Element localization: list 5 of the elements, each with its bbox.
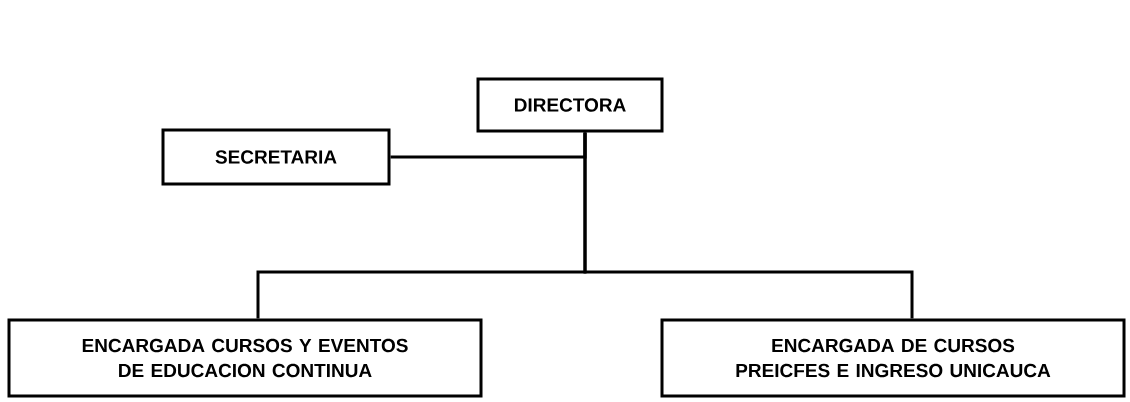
connector-line	[583, 132, 914, 319]
org-box: ENCARGADA DE CURSOS PREICFES E INGRESO UNICAUCA	[660, 318, 1126, 398]
org-box: SECRETARIA	[161, 128, 391, 186]
org-box: DIRECTORA	[476, 77, 664, 133]
org-box: ENCARGADA CURSOS Y EVENTOS DE EDUCACION CONTINUA	[7, 318, 483, 398]
